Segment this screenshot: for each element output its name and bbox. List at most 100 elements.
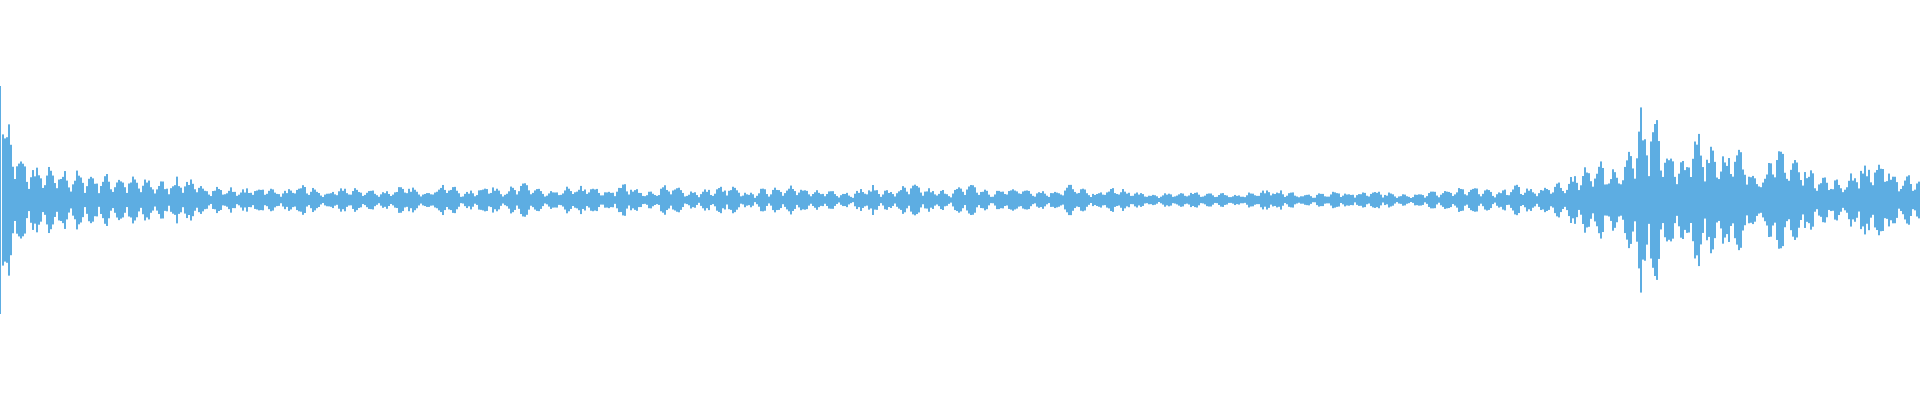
waveform-sample [340, 188, 342, 212]
waveform-sample [1110, 188, 1112, 212]
waveform-sample [1710, 146, 1712, 254]
waveform-sample [180, 187, 182, 213]
waveform-sample [168, 194, 170, 206]
waveform-sample [4, 138, 6, 262]
waveform-sample [1168, 193, 1170, 207]
waveform-sample [944, 193, 946, 207]
waveform-sample [1682, 160, 1684, 240]
waveform-sample [1846, 187, 1848, 213]
waveform-sample [886, 190, 888, 210]
waveform-sample [1754, 178, 1756, 222]
waveform-sample [140, 192, 142, 208]
waveform-sample [1806, 178, 1808, 222]
waveform-sample [994, 194, 996, 206]
waveform-sample [750, 192, 752, 208]
waveform-sample [734, 187, 736, 213]
waveform-sample [238, 194, 240, 206]
waveform-sample [1814, 188, 1816, 212]
waveform-sample [910, 188, 912, 212]
waveform-sample [808, 194, 810, 206]
waveform-sample [1438, 197, 1440, 203]
waveform-sample [308, 194, 310, 206]
waveform-sample [46, 175, 48, 225]
waveform-sample [706, 191, 708, 209]
waveform-sample [1778, 151, 1780, 249]
waveform-sample [788, 188, 790, 212]
waveform-sample [590, 189, 592, 211]
waveform-sample [1436, 195, 1438, 205]
waveform-sample [804, 190, 806, 210]
waveform-sample [498, 190, 500, 210]
waveform-sample [1636, 158, 1638, 242]
waveform-sample [318, 193, 320, 207]
waveform-sample [442, 184, 444, 216]
waveform-sample [1240, 196, 1242, 204]
waveform-sample [1202, 196, 1204, 204]
waveform-sample [280, 196, 282, 204]
waveform-sample [454, 186, 456, 214]
waveform-sample [166, 188, 168, 212]
waveform-sample [718, 188, 720, 212]
waveform-sample [1126, 193, 1128, 207]
waveform-sample [360, 192, 362, 208]
waveform-sample [1866, 176, 1868, 224]
waveform-sample [1304, 195, 1306, 205]
waveform-sample [158, 185, 160, 215]
waveform-sample [1402, 194, 1404, 206]
waveform-sample [10, 144, 12, 256]
waveform-sample [1406, 196, 1408, 204]
waveform-sample [1446, 191, 1448, 209]
waveform-sample [184, 186, 186, 214]
waveform-sample [1590, 181, 1592, 219]
waveform-sample [1488, 190, 1490, 210]
waveform-sample [1166, 194, 1168, 206]
waveform-sample [182, 192, 184, 208]
waveform-sample [578, 189, 580, 211]
waveform-sample [1914, 189, 1916, 211]
waveform-sample [1476, 188, 1478, 212]
waveform-sample [1610, 179, 1612, 221]
waveform-sample [1298, 197, 1300, 203]
waveform-sample [794, 191, 796, 209]
waveform-sample [1810, 170, 1812, 230]
waveform-sample [948, 196, 950, 204]
waveform-sample [838, 197, 840, 203]
waveform-sample [282, 193, 284, 207]
waveform-sample [592, 188, 594, 212]
waveform-sample [1532, 192, 1534, 208]
waveform-sample [1666, 158, 1668, 242]
waveform-sample [1152, 194, 1154, 206]
waveform-sample [1074, 191, 1076, 209]
waveform-sample [1220, 193, 1222, 207]
waveform-sample [912, 185, 914, 215]
waveform-sample [926, 191, 928, 209]
waveform-sample [1432, 191, 1434, 209]
waveform-sample [1490, 191, 1492, 209]
waveform-sample [684, 196, 686, 204]
waveform-sample [58, 179, 60, 221]
waveform-sample [670, 194, 672, 206]
waveform-sample [42, 187, 44, 213]
waveform-sample [52, 175, 54, 225]
waveform-sample [490, 192, 492, 208]
waveform-sample [1024, 190, 1026, 210]
waveform-sample [144, 179, 146, 221]
waveform-sample [548, 193, 550, 207]
waveform-sample [1340, 196, 1342, 204]
waveform-sample [1842, 192, 1844, 208]
waveform-sample [320, 195, 322, 205]
waveform-sample [678, 187, 680, 213]
waveform-sample [932, 191, 934, 209]
waveform-sample [424, 193, 426, 207]
waveform-sample [1276, 192, 1278, 208]
waveform-sample [1210, 193, 1212, 207]
waveform-sample [504, 194, 506, 206]
waveform-sample [1428, 193, 1430, 207]
waveform-sample [1824, 177, 1826, 223]
waveform-sample [462, 196, 464, 204]
waveform-sample [628, 194, 630, 206]
waveform-sample [1294, 195, 1296, 205]
waveform-sample [228, 190, 230, 210]
waveform-sample [342, 190, 344, 210]
waveform-sample [1042, 191, 1044, 209]
